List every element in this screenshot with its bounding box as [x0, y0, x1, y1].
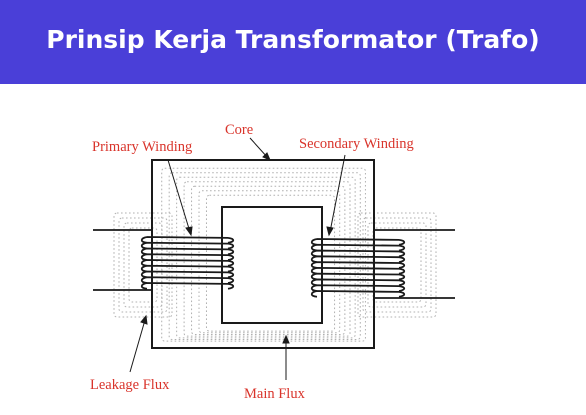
primary-coil-turn: [140, 282, 235, 290]
core-label: Core: [225, 122, 253, 138]
leakage-flux-loop-left: [123, 222, 163, 308]
primary-coil-turn: [140, 236, 235, 244]
main-flux-loop: [161, 167, 366, 342]
primary-winding-coil: [140, 236, 235, 290]
main-flux-loop: [205, 194, 336, 332]
primary-coil-turn: [140, 247, 235, 256]
main-flux-loop: [176, 176, 356, 339]
secondary-coil-turn: [310, 290, 406, 298]
leakage-flux-loop-left: [118, 217, 168, 313]
leakage-flux-loop-right: [357, 212, 437, 318]
transformer-diagram: Core Primary Winding Secondary Winding L…: [90, 122, 455, 402]
leakage-flux-loop-right: [372, 227, 422, 303]
flux-lines: [161, 167, 366, 342]
leakage-flux-loop-right: [367, 222, 427, 308]
label-pointers: [129, 137, 346, 380]
secondary-coil-turn: [310, 238, 406, 246]
main-flux-loop: [183, 181, 351, 337]
pointer-secondary: [329, 154, 346, 233]
primary-coil-turn: [140, 241, 235, 250]
pointer-leakage-head: [140, 314, 148, 325]
pointer-main-flux-head: [282, 334, 290, 344]
primary-coil-turn: [140, 264, 235, 273]
main-flux-loop: [191, 185, 346, 335]
title-banner: Prinsip Kerja Transformator (Trafo): [0, 0, 586, 84]
winding-leads: [93, 229, 455, 299]
pointer-core-head: [262, 152, 271, 161]
primary-coil-turn: [140, 276, 235, 284]
pointer-primary: [167, 159, 191, 233]
main-flux-loop: [168, 172, 361, 340]
primary-coil-turn: [140, 253, 235, 261]
primary-coil-turn: [140, 259, 235, 267]
leakage-flux-label: Leakage Flux: [90, 377, 170, 393]
secondary-coil-turn: [310, 284, 406, 292]
pointer-secondary-head: [326, 226, 334, 237]
leakage-flux-loops: [113, 212, 437, 318]
primary-winding-label: Primary Winding: [92, 139, 192, 155]
core-window: [221, 206, 323, 324]
main-flux-label: Main Flux: [244, 386, 306, 402]
page-title: Prinsip Kerja Transformator (Trafo): [46, 25, 540, 54]
leakage-flux-loop-left: [113, 212, 173, 318]
primary-coil-turn: [140, 270, 235, 279]
pointer-primary-head: [185, 226, 193, 237]
secondary-winding-coil: [310, 238, 406, 298]
secondary-winding-label: Secondary Winding: [299, 136, 414, 152]
pointer-leakage: [129, 319, 146, 373]
